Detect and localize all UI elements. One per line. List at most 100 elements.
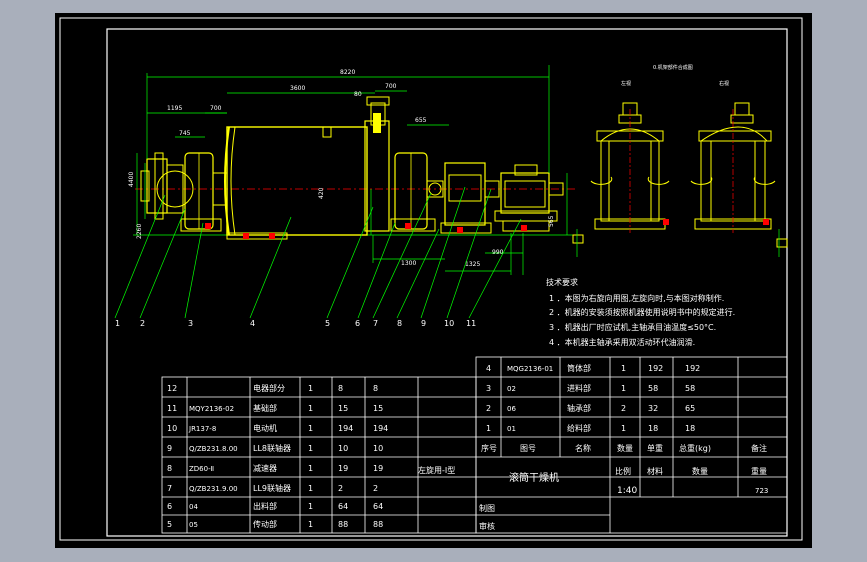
bom-right-total: 58 (685, 384, 695, 393)
bom-right-name: 进料部 (567, 383, 591, 393)
side-label-left: 左视 (621, 80, 631, 87)
reducer (444, 162, 486, 226)
bom-right-unit: 58 (648, 384, 658, 393)
part-leaders (114, 186, 522, 319)
tech-title: 技术要求 (546, 277, 578, 287)
balloon-8: 8 (397, 319, 402, 328)
drawing-sheet: 8220 3600 1195 745 700 700 80 655 4400 2… (55, 13, 812, 548)
bom-header-total: 总重(kg) (679, 443, 711, 453)
dim-bottom-3: 990 (492, 249, 504, 256)
bom-left-unit: 19 (338, 464, 348, 473)
tech-requirements: 技术要求 1 ．本图为右旋向用图,左旋向时,与本图对称制作. 2 ．机器的安装须… (546, 277, 735, 347)
bom-left-total: 88 (373, 520, 383, 529)
bom-left-total: 19 (373, 464, 383, 473)
dim-v-right: 565 (548, 215, 555, 227)
bom-header-no: 序号 (481, 443, 497, 453)
tech-item-1: 1 ．本图为右旋向用图,左旋向时,与本图对称制作. (549, 293, 724, 303)
weight-label: 重量 (751, 466, 767, 476)
inner-frame (106, 28, 788, 537)
main-elevation-view (133, 96, 575, 240)
bom-right-code: 02 (507, 385, 516, 393)
checked-label: 审核 (479, 521, 495, 531)
bom-right-code: 06 (507, 405, 516, 413)
bom-left-unit: 15 (338, 404, 348, 413)
bom-left-name: 传动部 (253, 519, 277, 529)
bom-left-no: 7 (167, 484, 172, 493)
balloon-6: 6 (355, 319, 360, 328)
bom-header-name: 名称 (575, 443, 591, 453)
bom-header-code: 图号 (520, 444, 536, 453)
dim-right-655: 655 (415, 117, 427, 124)
side-view-left (572, 102, 670, 257)
bom-right-unit: 18 (648, 424, 658, 433)
bom-left-qty: 1 (308, 424, 313, 433)
bom-left-qty: 1 (308, 404, 313, 413)
cad-drawing: 8220 3600 1195 745 700 700 80 655 4400 2… (59, 17, 803, 541)
bom-left-unit: 88 (338, 520, 348, 529)
scale-value: 1:40 (617, 486, 637, 496)
bom-right-qty: 2 (621, 404, 626, 413)
bom-left-code: 05 (189, 521, 198, 529)
discharge-hood (364, 120, 390, 232)
dimension-lines (136, 65, 568, 275)
bom-left-code: Q/ZB231.8.00 (189, 445, 238, 453)
bom-header-unit: 单重 (647, 443, 663, 453)
outer-frame (59, 17, 803, 541)
bom-left-qty: 1 (308, 502, 313, 511)
dim-shell: 3600 (290, 85, 305, 92)
bom-left-name: 基础部 (253, 403, 277, 413)
bom-left-qty: 1 (308, 484, 313, 493)
bom-left-total: 10 (373, 444, 383, 453)
balloon-2: 2 (140, 319, 145, 328)
side-label-right: 右视 (719, 80, 729, 87)
bom-left-no: 9 (167, 444, 172, 453)
dim-v-left-2: 2260 (136, 224, 143, 239)
drawn-label: 制图 (479, 503, 495, 513)
dim-left-1: 1195 (167, 105, 182, 112)
bom-right-code: MQG2136-01 (507, 365, 553, 373)
bom-left-qty: 1 (308, 384, 313, 393)
dim-top-80: 80 (354, 91, 362, 98)
balloon-3: 3 (188, 319, 193, 328)
dim-top-700: 700 (385, 83, 397, 90)
bom-left-code: ZD60-Ⅱ (189, 465, 214, 473)
weight-value: 723 (755, 487, 768, 495)
bom-header-note: 备注 (751, 443, 767, 453)
side-view-right (690, 102, 788, 257)
balloon-11: 11 (466, 319, 476, 328)
bom-right-name: 轴承部 (567, 403, 591, 413)
bom-right-unit: 32 (648, 404, 658, 413)
drum-shell (226, 126, 368, 236)
bom-right-unit: 192 (648, 364, 663, 373)
bom-left-unit: 64 (338, 502, 348, 511)
bom-left-name: 电器部分 (253, 383, 285, 393)
dimension-labels: 8220 3600 1195 745 700 700 80 655 4400 2… (128, 69, 555, 268)
bom-right-no: 3 (486, 384, 491, 393)
scale-label: 比例 (615, 466, 631, 476)
balloon-4: 4 (250, 319, 255, 328)
bom-left-qty: 1 (308, 444, 313, 453)
bom-right-no: 4 (486, 364, 491, 373)
bom-right-qty: 1 (621, 384, 626, 393)
bom-left-unit: 194 (338, 424, 353, 433)
bom-right-name: 筒体部 (567, 363, 591, 373)
bom-left-total: 64 (373, 502, 383, 511)
dim-v-mid: 420 (318, 187, 325, 199)
bom-right-total: 65 (685, 404, 695, 413)
balloon-10: 10 (444, 319, 454, 328)
balloon-9: 9 (421, 319, 426, 328)
bom-left-name: LL9联轴器 (253, 483, 291, 493)
dim-overall: 8220 (340, 69, 355, 76)
left-note: 左旋用-Ⅰ型 (418, 465, 455, 475)
bom-right-qty: 1 (621, 424, 626, 433)
tech-item-4: 4 ．本机器主轴承采用双活动环代油润滑. (549, 337, 695, 347)
bom-left-total: 15 (373, 404, 383, 413)
balloon-7: 7 (373, 319, 378, 328)
bom-left-unit: 8 (338, 384, 343, 393)
bom-left-name: LL8联轴器 (253, 443, 291, 453)
dim-left-3: 700 (210, 105, 222, 112)
dim-bottom-2: 1325 (465, 261, 480, 268)
bom-left-total: 8 (373, 384, 378, 393)
bom-left-no: 8 (167, 464, 172, 473)
bom-right-qty: 1 (621, 364, 626, 373)
